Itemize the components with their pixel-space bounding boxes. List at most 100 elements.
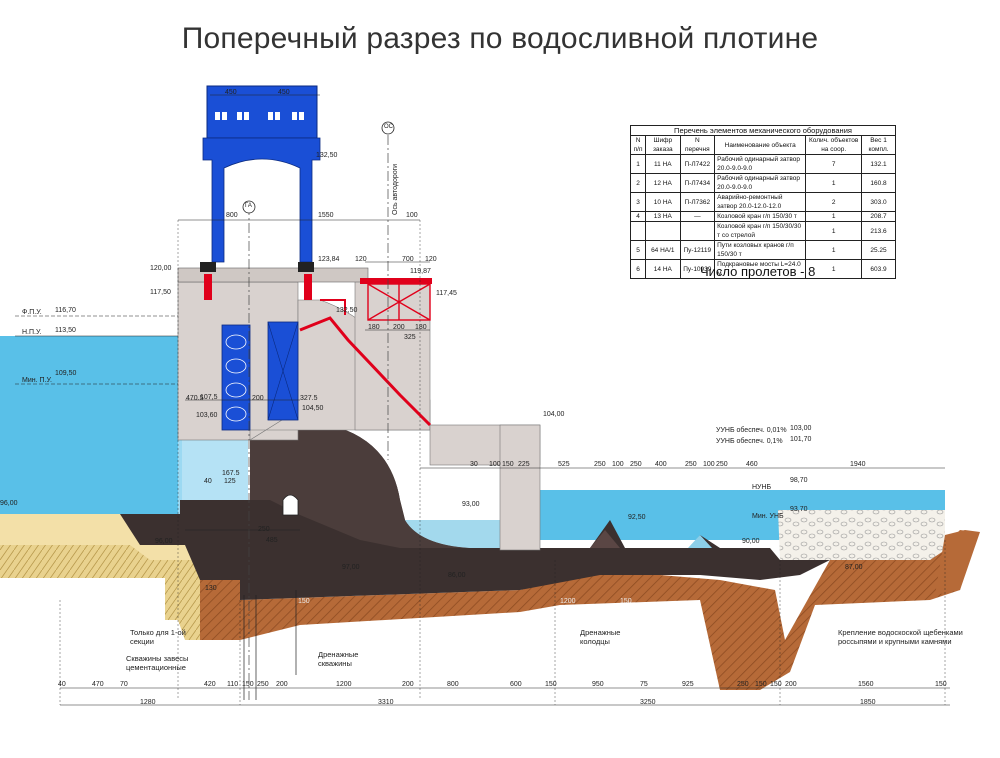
dimension-label: 200 — [276, 681, 288, 688]
table-row: Козловой кран г/п 150/30/30 т со стрелой… — [629, 221, 896, 241]
dimension-label: 150 — [755, 681, 767, 688]
staircase — [299, 316, 432, 427]
road-axis-label: Ось автодороги — [392, 163, 399, 215]
upstream-sand — [0, 545, 200, 640]
note-drain-holes: Дренажные скважины — [318, 650, 359, 668]
dimension-label: 100 — [612, 461, 624, 468]
water-level-label: Мин. П.У. — [22, 377, 52, 384]
dimension-label: 100 — [406, 212, 418, 219]
note-drain-wells: Дренажные колодцы — [580, 628, 621, 646]
elevation-label: 116,70 — [55, 307, 76, 314]
dimension-label: 200 — [785, 681, 797, 688]
dimension-label: 460 — [746, 461, 758, 468]
dimension-label: 250 — [258, 526, 270, 533]
spans-count-note: Число пролетов - 8 — [700, 264, 816, 279]
dimension-label: 120 — [355, 256, 367, 263]
dimension-label: 450 — [278, 89, 290, 96]
table-header: Колич. объектов на соор. — [805, 135, 863, 155]
foundation-soil — [200, 530, 975, 690]
note-grout-curtain: Скважины завесы цементационные — [126, 654, 189, 672]
riprap — [778, 510, 945, 560]
elevation-label: 117,50 — [150, 289, 171, 296]
dimension-label: 200 — [393, 324, 405, 331]
dimension-label: 225 — [518, 461, 530, 468]
table-header: Наименование объекта — [714, 135, 807, 155]
water-level-label: Ф.П.У. — [22, 309, 42, 316]
dimension-label: 800 — [226, 212, 238, 219]
note-first-section: Только для 1-ой секции — [130, 628, 186, 646]
table-caption: Перечень элементов механического оборудо… — [630, 125, 896, 136]
axis-bubble: ГА — [245, 203, 252, 209]
elevation-label: 96,00 — [0, 500, 18, 507]
dimension-label: 75 — [640, 681, 648, 688]
dimension-label: 70 — [120, 681, 128, 688]
dimension-label: 120 — [425, 256, 437, 263]
dimension-label: 40 — [58, 681, 66, 688]
dimension-label: 1560 — [858, 681, 874, 688]
dimension-label: 450 — [225, 89, 237, 96]
elevation-label: 87,00 — [845, 564, 863, 571]
elevation-label: 117,45 — [436, 290, 457, 297]
dimension-total: 3310 — [378, 699, 394, 706]
dimension-label: 200 — [402, 681, 414, 688]
dimension-label: 1200 — [336, 681, 352, 688]
elevation-label: 101,70 — [790, 436, 812, 443]
dimension-label: 485 — [266, 537, 278, 544]
operating-gate — [221, 324, 251, 431]
dimension-label: 250 — [716, 461, 728, 468]
dimension-label: 1940 — [850, 461, 866, 468]
elevation-label: 92,50 — [628, 514, 646, 521]
gantry-crane — [200, 85, 321, 272]
elevation-label: 103,60 — [196, 412, 218, 419]
dimension-total: 3250 — [640, 699, 656, 706]
dimension-label: 180 — [368, 324, 380, 331]
elevation-label: 104,00 — [543, 411, 565, 418]
dimension-label: 40 — [204, 478, 212, 485]
elevation-label: 103,00 — [790, 425, 812, 432]
dimension-label: 250 — [630, 461, 642, 468]
elevation-label: 109,50 — [55, 370, 77, 377]
water-level-label: Н.П.У. — [22, 329, 42, 336]
water-level-label: НУНБ — [752, 484, 772, 491]
table-header: Шифр заказа — [645, 135, 681, 155]
dimension-label: 200 — [252, 395, 264, 402]
dimension-label: 600 — [510, 681, 522, 688]
table-header: N перечня — [679, 135, 716, 155]
elevation-label: 93,70 — [790, 506, 808, 513]
equipment-table: Перечень элементов механического оборудо… — [629, 125, 896, 279]
dimension-total: 1280 — [140, 699, 156, 706]
elevation-label: 98,70 — [790, 477, 808, 484]
elevation-label: 120,00 — [150, 265, 172, 272]
table-header: Вес 1 компл. — [861, 135, 896, 155]
dimension-label: 470 — [92, 681, 104, 688]
dimension-label: 250 — [685, 461, 697, 468]
dimension-label: 700 — [402, 256, 414, 263]
dimension-label: 180 — [415, 324, 427, 331]
elevation-label: 113,50 — [55, 327, 76, 334]
crane-rail-right — [304, 274, 312, 300]
elevation-label: 119,87 — [410, 268, 431, 275]
crane-rail-left — [204, 274, 212, 300]
elevation-label: 104,50 — [302, 405, 324, 412]
dimension-label: 150 — [502, 461, 514, 468]
dimension-label: 150 — [242, 681, 254, 688]
water-level-label: УУНБ обеспеч. 0,1% — [716, 438, 783, 445]
dimension-label: 525 — [558, 461, 570, 468]
dimension-label: 30 — [470, 461, 478, 468]
elevation-label: 96,00 — [155, 538, 173, 545]
dimension-label: 325 — [404, 334, 416, 341]
elevation-label: 93,00 — [462, 501, 480, 508]
dimension-label: 100 — [703, 461, 715, 468]
dimension-label: 420 — [204, 681, 216, 688]
dimension-label: 327.5 — [300, 395, 318, 402]
elevation-label: 86,00 — [448, 572, 466, 579]
dimension-label: 125 — [224, 478, 236, 485]
dimension-label: 1550 — [318, 212, 334, 219]
dimension-label: 925 — [682, 681, 694, 688]
